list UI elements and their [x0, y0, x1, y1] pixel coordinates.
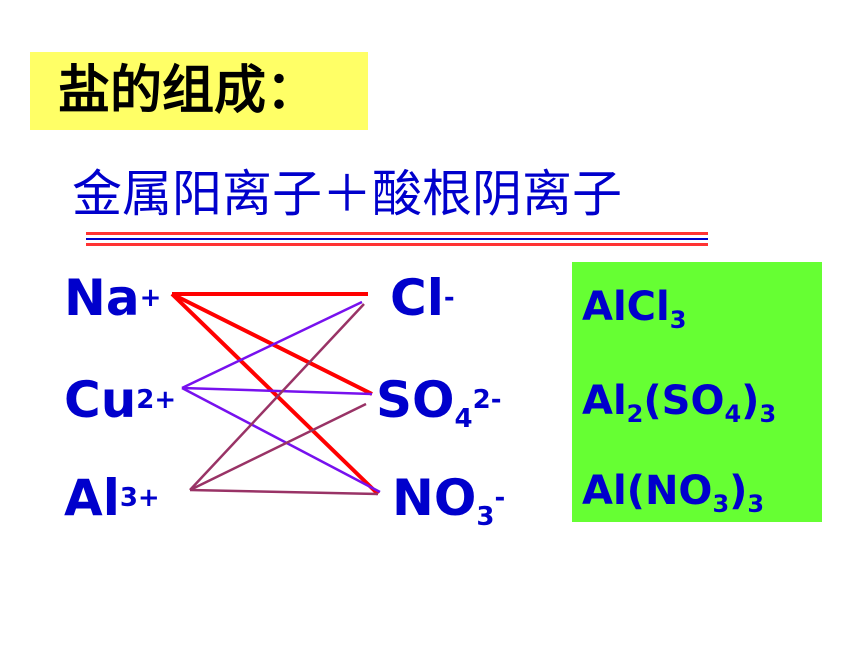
cation-na: Na+ [64, 268, 161, 328]
underline-bottom [86, 243, 708, 246]
underline-middle [86, 238, 708, 240]
anion-so4-charge: 2- [472, 385, 502, 415]
formula-alcl3-sub: 3 [669, 306, 687, 334]
formula-alno33: Al(NO3)3 [582, 466, 764, 521]
formula-al2so43-part1: Al [582, 378, 627, 424]
formula-alcl3: AlCl3 [582, 282, 686, 337]
anion-so4: SO42- [376, 370, 502, 439]
anion-no3: NO3- [392, 468, 505, 537]
formula-al2so43-sub1: 2 [626, 400, 644, 428]
connection-line-1-0 [181, 300, 363, 390]
cation-al-charge: 3+ [119, 483, 160, 513]
cation-cu-base: Cu [64, 371, 137, 429]
anion-so4-base: SO [376, 371, 455, 429]
cation-al: Al3+ [64, 468, 160, 528]
formula-al2so43: Al2(SO4)3 [582, 376, 776, 431]
formula-alno33-part1: Al(NO [582, 468, 713, 514]
formula-al2so43-sub3: 3 [759, 400, 777, 428]
formula-al2so43-part2: (SO [643, 378, 725, 424]
anion-cl-charge: - [443, 283, 455, 313]
subtitle: 金属阳离子＋酸根阴离子 [72, 165, 622, 223]
formula-alno33-part2: ) [729, 468, 748, 514]
cation-na-charge: + [139, 283, 162, 313]
page-title: 盐的组成： [58, 61, 319, 121]
formula-al2so43-sub2: 4 [724, 400, 742, 428]
cation-cu: Cu2+ [64, 370, 176, 430]
cation-na-base: Na [64, 269, 140, 327]
anion-so4-subscript: 4 [454, 404, 473, 434]
connection-line-2-2 [189, 488, 379, 496]
formula-al2so43-part3: ) [741, 378, 760, 424]
connection-line-1-2 [181, 386, 381, 494]
underline-top [86, 232, 708, 235]
formula-alcl3-part: AlCl [582, 284, 670, 330]
anion-cl-base: Cl [390, 269, 444, 327]
formula-alno33-sub2: 3 [747, 490, 765, 518]
cation-al-base: Al [64, 469, 120, 527]
anion-no3-subscript: 3 [476, 502, 495, 532]
title-highlight [30, 52, 368, 130]
formula-box [572, 262, 822, 522]
anion-no3-base: NO [392, 469, 477, 527]
connection-line-2-0 [189, 303, 365, 491]
anion-no3-charge: - [494, 483, 506, 513]
cation-cu-charge: 2+ [136, 385, 177, 415]
connection-line-2-1 [189, 402, 367, 492]
connection-line-0-2 [170, 292, 380, 496]
anion-cl: Cl- [390, 268, 455, 328]
connection-line-1-1 [181, 386, 373, 396]
formula-alno33-sub1: 3 [712, 490, 730, 518]
